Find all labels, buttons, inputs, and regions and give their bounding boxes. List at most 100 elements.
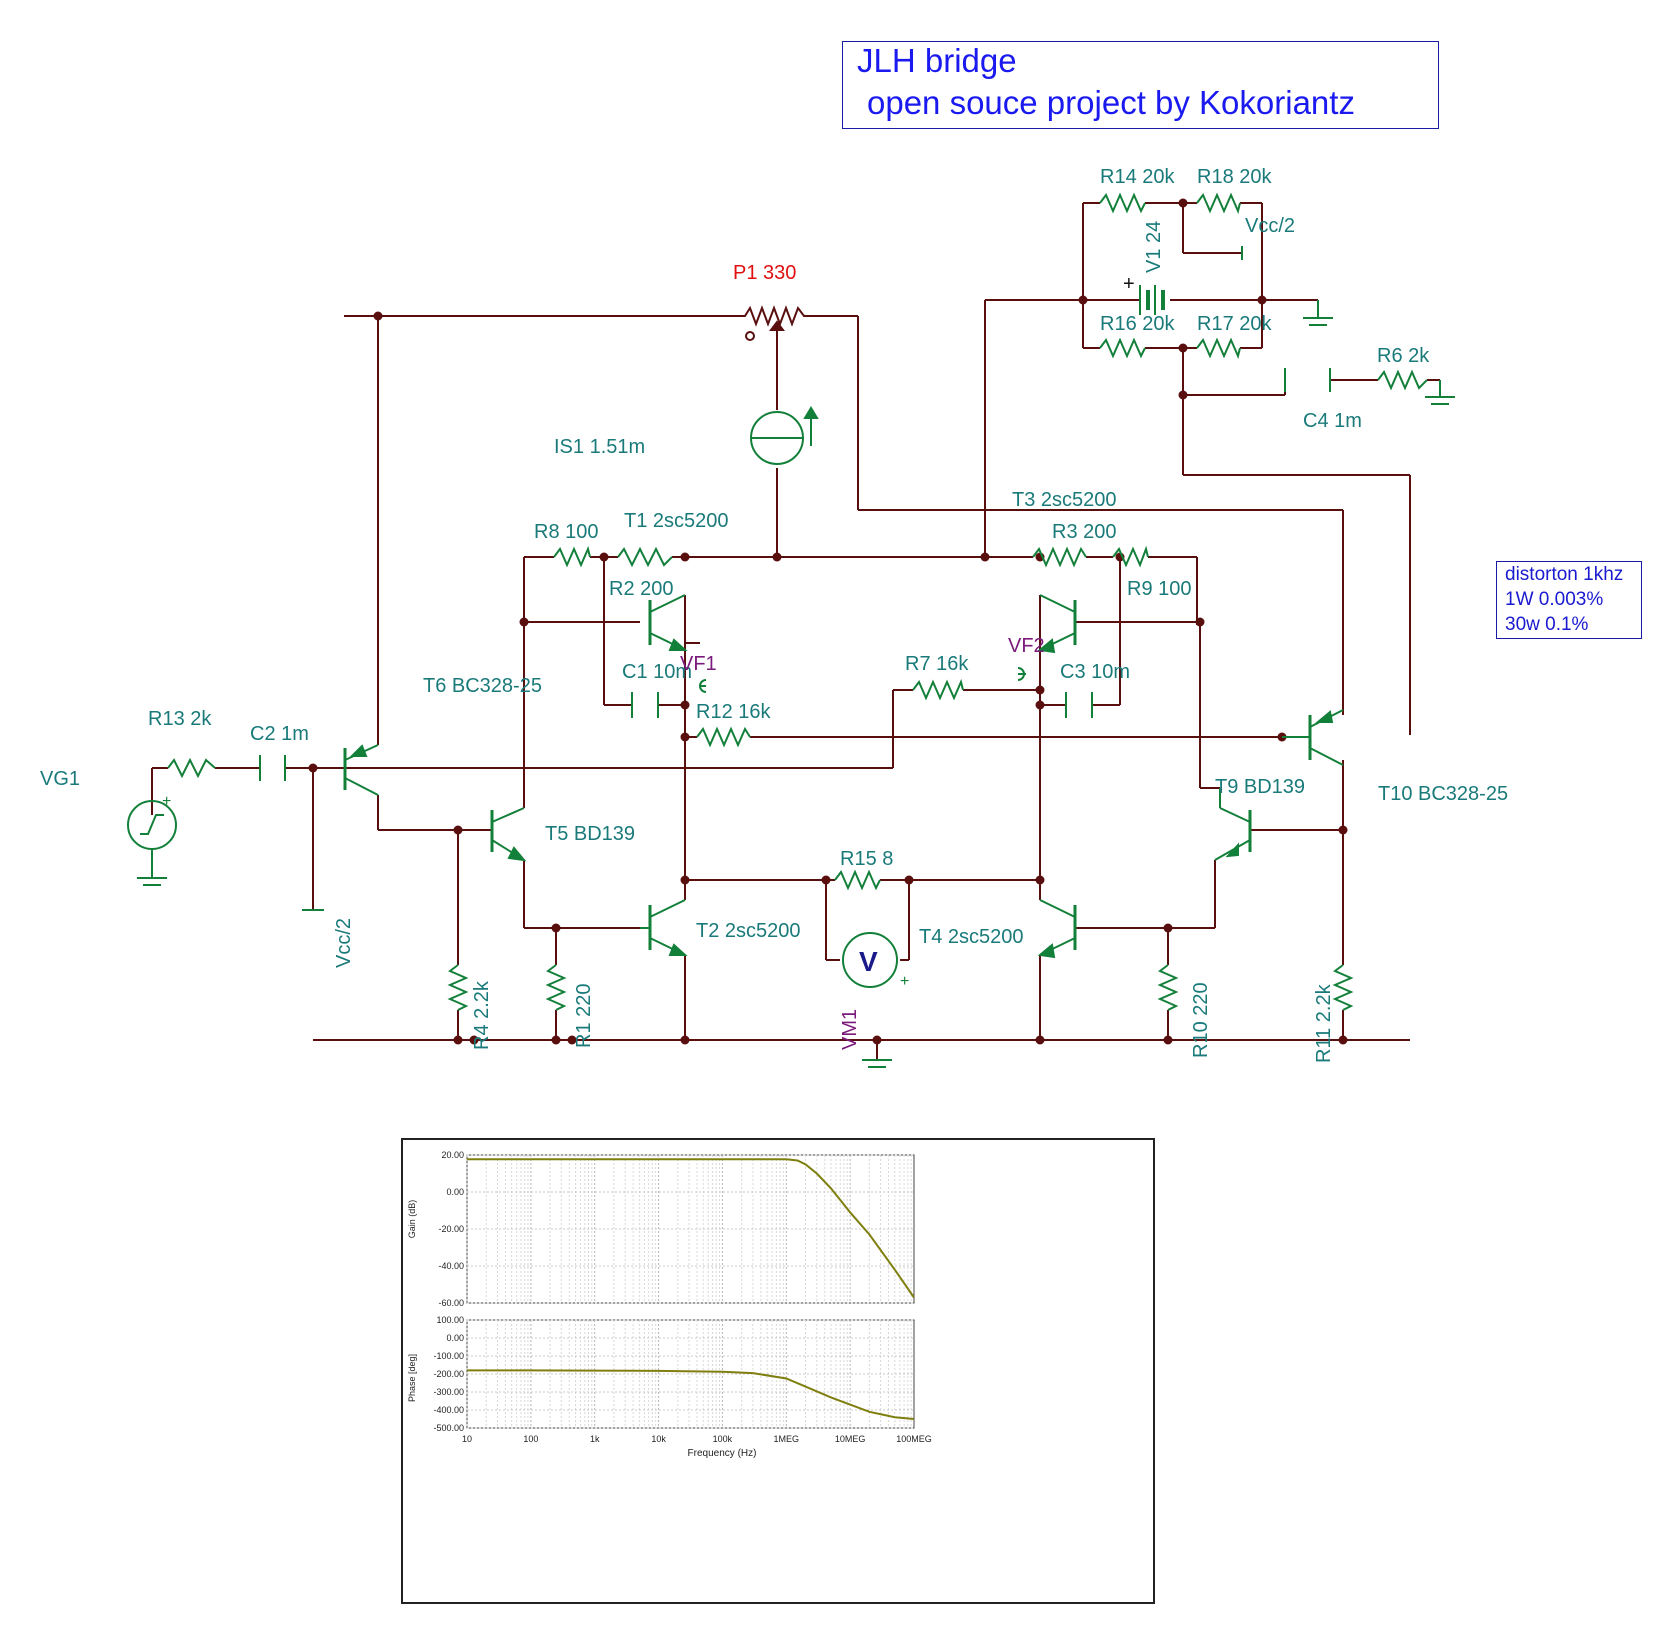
resistor-r18-icon	[1196, 192, 1241, 215]
labels: VG1 R13 2k C2 1m T6 BC328-25 T5 BD139 R8…	[40, 166, 1508, 1063]
resistor-r9-icon	[1112, 545, 1149, 568]
resistor-r17-icon	[1196, 337, 1241, 360]
circuit-schematic: VG1 R13 2k C2 1m T6 BC328-25 T5 BD139 R8…	[40, 166, 1508, 1068]
label-vm1-plus: +	[900, 973, 909, 990]
freq-tick-label: 100k	[713, 1434, 733, 1444]
capacitor-c3-icon	[1065, 692, 1093, 718]
label-vf2: VF2	[1008, 635, 1045, 657]
label-r10: R10 220	[1190, 982, 1212, 1058]
phase-axis-label: Phase [deg]	[407, 1354, 417, 1402]
label-t9: T9 BD139	[1215, 776, 1305, 798]
title-box: JLH bridge open souce project by Kokoria…	[842, 41, 1439, 129]
probe-vf1-icon	[699, 679, 707, 693]
label-v1-plus: +	[1123, 273, 1135, 295]
signal-source-icon	[127, 800, 177, 886]
label-r11: R11 2.2k	[1313, 983, 1335, 1063]
note-line-2: 1W 0.003%	[1505, 589, 1604, 610]
label-c4: C4 1m	[1303, 410, 1362, 432]
label-is1: IS1 1.51m	[554, 436, 645, 458]
freq-tick-label: 10MEG	[835, 1434, 866, 1444]
resistor-r8-icon	[553, 545, 591, 568]
gain-axis-label: Gain (dB)	[407, 1200, 417, 1239]
gain-curve	[467, 1158, 915, 1299]
resistor-r1-icon	[545, 964, 567, 1011]
phase-curve	[467, 1369, 915, 1420]
gain-ytick-label: 0.00	[446, 1187, 464, 1197]
current-source-icon	[750, 406, 819, 465]
resistor-r7-icon	[912, 678, 964, 701]
label-c3: C3 10m	[1060, 661, 1130, 683]
freq-tick-label: 1MEG	[774, 1434, 800, 1444]
label-r2: R2 200	[609, 578, 674, 600]
probes	[699, 667, 1026, 693]
resistor-r15-icon	[834, 869, 881, 891]
label-vf1: VF1	[680, 653, 717, 675]
gain-panel: 20.00 0.00 -20.00 -40.00 -60.00	[438, 1150, 915, 1308]
resistor-r10-icon	[1157, 964, 1179, 1011]
phase-ytick-label: 100.00	[436, 1315, 464, 1325]
phase-ytick-label: 0.00	[446, 1333, 464, 1343]
label-t5: T5 BD139	[545, 823, 635, 845]
potentiometer-p1-icon	[700, 305, 821, 341]
label-r12: R12 16k	[696, 701, 771, 723]
junctions	[308, 198, 1348, 1045]
label-vm1: VM1	[839, 1009, 861, 1050]
label-r13: R13 2k	[148, 708, 212, 730]
probe-vf2-icon	[1017, 667, 1026, 681]
label-p1: P1 330	[733, 262, 796, 284]
capacitor-c2-icon	[259, 755, 286, 781]
capacitor-c1-icon	[631, 692, 659, 718]
resistor-r11-icon	[1332, 964, 1354, 1011]
freq-tick-label: 10	[462, 1434, 472, 1444]
label-r9: R9 100	[1127, 578, 1192, 600]
phase-ytick-label: -200.00	[433, 1369, 464, 1379]
voltmeter-symbol: V	[859, 946, 878, 977]
phase-ytick-label: -100.00	[433, 1351, 464, 1361]
label-v1: V1 24	[1143, 221, 1165, 273]
gain-ytick-label: -40.00	[438, 1261, 464, 1271]
resistor-r14-icon	[1099, 192, 1146, 214]
label-c1: C1 10m	[622, 661, 692, 683]
resistor-r6-icon	[1377, 369, 1428, 391]
phase-panel: 100.000.00-100.00-200.00-300.00-400.00-5…	[433, 1315, 915, 1433]
wires	[151, 202, 1440, 1060]
transistor-t5-icon	[490, 807, 527, 862]
resistor-r12-icon	[696, 726, 751, 748]
gain-ytick-label: 20.00	[441, 1150, 464, 1160]
label-t3: T3 2sc5200	[1012, 489, 1117, 511]
transistor-t1-icon	[648, 594, 688, 651]
phase-ytick-label: -400.00	[433, 1405, 464, 1415]
label-r15: R15 8	[840, 848, 893, 870]
label-t2: T2 2sc5200	[696, 920, 801, 942]
resistor-r3-icon	[1032, 546, 1087, 568]
transistor-t4-icon	[1037, 899, 1077, 959]
capacitor-c4-icon	[1284, 368, 1331, 392]
title-line-2: open souce project by Kokoriantz	[867, 84, 1355, 121]
voltmeter-icon	[842, 932, 898, 988]
label-r7: R7 16k	[905, 653, 969, 675]
gain-ytick-label: -60.00	[438, 1298, 464, 1308]
frequency-axis-label: Frequency (Hz)	[688, 1448, 757, 1459]
label-c2: C2 1m	[250, 723, 309, 745]
label-vcc-left: Vcc/2	[333, 918, 355, 968]
label-t1: T1 2sc5200	[624, 510, 729, 532]
transistor-t3-icon	[1037, 594, 1077, 654]
ground-bottom-icon	[862, 1059, 892, 1068]
label-t10: T10 BC328-25	[1378, 783, 1508, 805]
note-line-3: 30w 0.1%	[1505, 614, 1589, 635]
resistor-r4-icon	[447, 964, 469, 1011]
label-vg1-plus: +	[162, 793, 171, 810]
gain-ytick-label: -20.00	[438, 1224, 464, 1234]
label-r16: R16 20k	[1100, 313, 1175, 335]
label-vcc-top: Vcc/2	[1245, 215, 1295, 237]
label-r6: R6 2k	[1377, 345, 1430, 367]
distortion-note: distorton 1khz 1W 0.003% 30w 0.1%	[1496, 561, 1642, 639]
label-t6: T6 BC328-25	[423, 675, 542, 697]
label-r8: R8 100	[534, 521, 599, 543]
label-r17: R17 20k	[1197, 313, 1272, 335]
battery-v1-icon	[1139, 285, 1165, 315]
label-r18: R18 20k	[1197, 166, 1272, 188]
resistor-r13-icon	[167, 757, 216, 779]
label-r1: R1 220	[573, 984, 595, 1049]
